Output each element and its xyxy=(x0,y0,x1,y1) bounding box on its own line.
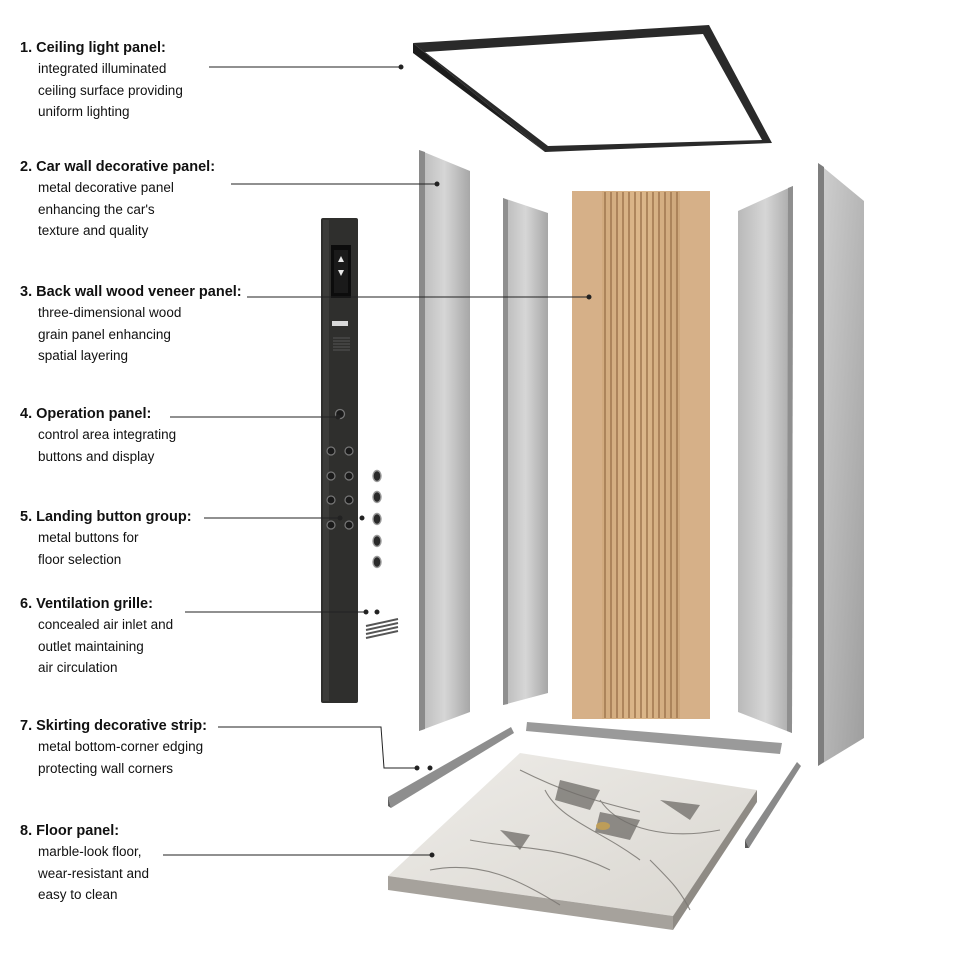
callout-desc-line: buttons and display xyxy=(38,448,155,464)
marble-floor-panel xyxy=(388,753,757,930)
callout-title: Skirting decorative strip: xyxy=(36,718,207,734)
callout-desc-line: metal buttons for xyxy=(38,530,139,545)
callout-desc-line: ceiling surface providing xyxy=(38,82,183,98)
callout-title: Landing button group: xyxy=(36,509,192,525)
callout-number: 4. xyxy=(20,406,33,422)
callout-desc-line: metal bottom-corner edging xyxy=(38,739,204,754)
ceiling-light-panel xyxy=(413,25,772,152)
callout-desc-line: concealed air inlet and xyxy=(38,617,174,632)
callout-title: Back wall wood veneer panel: xyxy=(36,284,242,300)
callout-number: 7. xyxy=(20,718,33,734)
callout-skirting-decorative-strip: 7. Skirting decorative strip: metal bott… xyxy=(20,716,250,779)
leader-lines xyxy=(163,64,592,858)
callout-desc-line: control area integrating xyxy=(38,427,177,442)
callout-desc-line: three-dimensional wood xyxy=(38,305,182,320)
callout-desc-line: texture and quality xyxy=(38,223,149,238)
callout-title: Floor panel: xyxy=(36,823,120,839)
callout-desc-line: floor selection xyxy=(38,551,122,567)
callout-desc-line: protecting wall corners xyxy=(38,760,174,776)
indicator-strip xyxy=(332,321,348,326)
callout-title: Ceiling light panel: xyxy=(36,40,166,56)
callout-number: 6. xyxy=(20,596,33,612)
callout-desc-line: enhancing the car's xyxy=(38,201,155,217)
landing-button-group xyxy=(372,469,382,569)
callout-number: 8. xyxy=(20,823,33,839)
operation-panel xyxy=(321,218,358,703)
right-outer-wall-panel xyxy=(818,163,864,766)
skirting-decorative-strips xyxy=(388,722,801,848)
back-wall-wood-veneer-panel xyxy=(572,191,710,719)
callout-car-wall-decorative-panel: 2. Car wall decorative panel: metal deco… xyxy=(20,157,250,242)
left-outer-wall-panel xyxy=(419,150,470,731)
callout-ceiling-light-panel: 1. Ceiling light panel: integrated illum… xyxy=(20,38,250,123)
callout-desc-line: wear-resistant and xyxy=(38,865,150,881)
callout-desc-line: uniform lighting xyxy=(38,104,130,119)
callout-desc-line: marble-look floor, xyxy=(38,844,142,859)
callout-title: Car wall decorative panel: xyxy=(36,159,216,175)
callout-title: Operation panel: xyxy=(36,406,152,422)
callout-desc-line: metal decorative panel xyxy=(38,180,174,195)
callout-back-wall-wood-veneer-panel: 3. Back wall wood veneer panel: three-di… xyxy=(20,282,250,367)
callout-floor-panel: 8. Floor panel: marble-look floor, wear-… xyxy=(20,821,250,906)
callout-desc-line: air circulation xyxy=(38,660,118,675)
ventilation-grille xyxy=(365,618,399,639)
left-inner-wall-panel xyxy=(503,198,548,705)
callout-number: 2. xyxy=(20,159,33,175)
callout-number: 5. xyxy=(20,509,33,525)
callout-desc-line: grain panel enhancing xyxy=(38,326,171,342)
callout-desc-line: integrated illuminated xyxy=(38,61,167,76)
callout-desc-line: outlet maintaining xyxy=(38,638,144,654)
callout-desc-line: easy to clean xyxy=(38,887,118,902)
callout-ventilation-grille: 6. Ventilation grille: concealed air inl… xyxy=(20,594,250,679)
callout-operation-panel: 4. Operation panel: control area integra… xyxy=(20,404,250,467)
callout-number: 1. xyxy=(20,40,33,56)
callout-title: Ventilation grille: xyxy=(36,596,153,612)
right-inner-wall-panel xyxy=(738,186,793,733)
callout-landing-button-group: 5. Landing button group: metal buttons f… xyxy=(20,507,250,570)
callout-number: 3. xyxy=(20,284,33,300)
callout-desc-line: spatial layering xyxy=(38,348,129,363)
